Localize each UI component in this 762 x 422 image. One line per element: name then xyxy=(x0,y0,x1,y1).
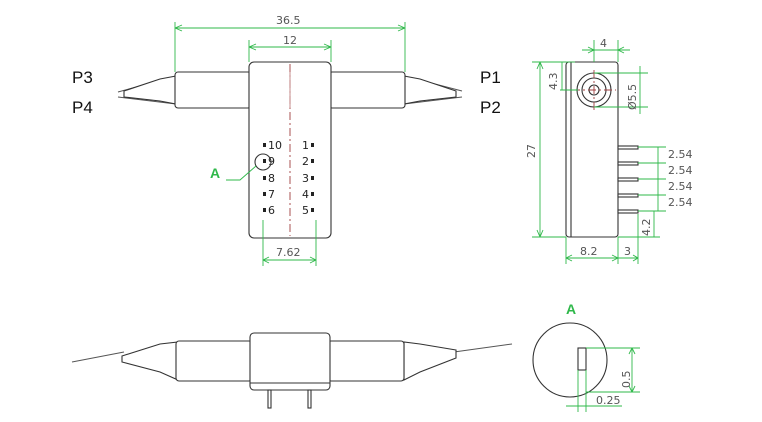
pins-right: 1 2 3 4 5 xyxy=(302,139,314,217)
dim-body-width: 12 xyxy=(248,34,332,62)
dim-pin-row-spacing: 7.62 xyxy=(262,220,317,266)
svg-text:12: 12 xyxy=(283,34,297,47)
dim-detail-pin-width: 0.25 xyxy=(566,370,622,412)
pin-marker xyxy=(311,159,314,163)
detail-a: A 0.5 0.25 xyxy=(532,301,640,412)
detail-pin xyxy=(577,347,587,371)
front-right-tube xyxy=(327,340,405,382)
front-fiber-left xyxy=(71,351,125,363)
pin-marker xyxy=(263,192,266,196)
port-label-p3: P3 xyxy=(72,68,93,87)
pin-label: 2 xyxy=(302,155,309,168)
port-label-p1: P1 xyxy=(480,68,501,87)
pin-label: 6 xyxy=(268,204,275,217)
front-left-tube xyxy=(175,340,253,382)
callout-label: A xyxy=(210,165,220,181)
dim-side-height: 27 xyxy=(525,61,566,238)
pin-marker xyxy=(263,176,266,180)
detail-label: A xyxy=(566,301,576,317)
svg-text:4.3: 4.3 xyxy=(547,73,560,91)
pin-marker xyxy=(263,159,266,163)
front-left-boot xyxy=(121,341,179,381)
svg-text:Ø5.5: Ø5.5 xyxy=(626,84,639,110)
pin-label: 4 xyxy=(302,188,309,201)
top-view: 10 9 8 7 6 1 2 3 4 5 A P3 P4 xyxy=(72,14,501,266)
callout-leader xyxy=(226,165,257,181)
svg-text:4: 4 xyxy=(600,37,607,50)
pin-label: 1 xyxy=(302,139,309,152)
side-pins xyxy=(617,145,639,214)
right-tube xyxy=(328,71,406,109)
pin-marker xyxy=(263,143,266,147)
dim-side-offset: 4.3 xyxy=(547,61,578,91)
pin-marker xyxy=(263,208,266,212)
port-label-p4: P4 xyxy=(72,98,93,117)
pin-label: 5 xyxy=(302,204,309,217)
pin-label: 7 xyxy=(268,188,275,201)
svg-text:4.2: 4.2 xyxy=(640,219,653,237)
side-body xyxy=(565,61,619,238)
pin-marker xyxy=(311,143,314,147)
svg-text:27: 27 xyxy=(525,144,538,158)
side-view: 4 4.3 Ø5.5 27 xyxy=(525,37,693,264)
svg-text:2.54: 2.54 xyxy=(668,164,693,177)
svg-text:36.5: 36.5 xyxy=(276,14,301,27)
svg-text:0.25: 0.25 xyxy=(596,394,621,407)
dim-pin-pitch: 2.54 2.54 2.54 2.54 xyxy=(638,146,693,212)
dim-pin-bottom-offset: 4.2 xyxy=(618,211,660,238)
dim-side-depth: 8.2 3 xyxy=(565,214,639,264)
callout-circle xyxy=(254,153,272,171)
svg-text:2.54: 2.54 xyxy=(668,180,693,193)
front-body xyxy=(249,332,331,391)
left-tube xyxy=(174,71,252,109)
svg-text:0.5: 0.5 xyxy=(620,371,633,389)
front-pin-left xyxy=(267,389,272,409)
dim-side-diameter: Ø5.5 xyxy=(594,66,648,114)
dim-side-top-width: 4 xyxy=(582,37,630,62)
svg-text:3: 3 xyxy=(624,245,631,258)
detail-circle xyxy=(532,322,608,398)
front-view xyxy=(71,332,513,409)
front-pin-right xyxy=(307,389,312,409)
svg-text:2.54: 2.54 xyxy=(668,196,693,209)
front-right-boot xyxy=(403,341,457,381)
dim-detail-pin-height: 0.5 xyxy=(586,347,640,393)
left-boot xyxy=(123,75,177,105)
svg-text:7.62: 7.62 xyxy=(276,246,301,259)
pin-marker xyxy=(311,208,314,212)
right-boot xyxy=(403,75,457,105)
port-label-p2: P2 xyxy=(480,98,501,117)
pin-label: 8 xyxy=(268,172,275,185)
pin-marker xyxy=(311,192,314,196)
svg-text:8.2: 8.2 xyxy=(580,245,598,258)
pin-label: 3 xyxy=(302,172,309,185)
svg-text:2.54: 2.54 xyxy=(668,148,693,161)
pin-marker xyxy=(311,176,314,180)
dim-overall-length: 36.5 xyxy=(174,14,406,72)
front-fiber-right xyxy=(453,343,513,353)
pin-label: 10 xyxy=(268,139,282,152)
